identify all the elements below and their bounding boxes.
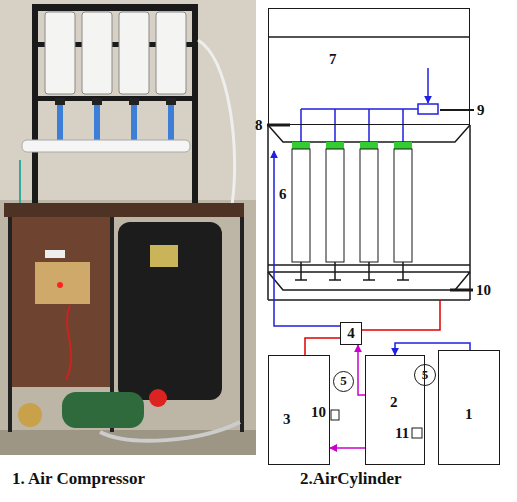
blue-hose <box>57 105 63 141</box>
node-number: 5 <box>422 368 429 382</box>
node-number: 2 <box>390 394 398 411</box>
filter-tube <box>45 12 75 94</box>
filter-tube <box>156 12 186 94</box>
frame-line <box>268 36 470 38</box>
node-number: 1 <box>465 406 473 423</box>
blue-pipe <box>274 151 340 326</box>
air-compressor <box>62 392 144 428</box>
valve <box>149 389 167 407</box>
valve <box>92 98 102 105</box>
callout-number: 8 <box>255 117 263 134</box>
filter-tube <box>119 12 149 94</box>
frame-bar <box>32 4 198 11</box>
valve <box>166 98 176 105</box>
blue-hose <box>131 105 137 141</box>
stand-leg <box>8 217 12 432</box>
pipe-connector <box>305 338 340 355</box>
circuit-board <box>35 262 90 304</box>
caption: 2.AirCylinder <box>300 470 402 489</box>
tape <box>150 245 178 267</box>
port <box>331 410 339 420</box>
photo-background <box>0 0 256 455</box>
callout-number: 11 <box>395 425 409 442</box>
switch <box>45 250 65 258</box>
valve <box>55 98 65 105</box>
node-number: 7 <box>329 51 337 68</box>
gauge <box>18 403 42 427</box>
leader-line <box>267 124 290 127</box>
tube-cap <box>394 142 412 149</box>
frame-post <box>32 4 38 204</box>
red-pipe <box>362 300 440 330</box>
node-number: 3 <box>283 411 291 428</box>
node-number: 5 <box>340 374 347 388</box>
photo-floor <box>0 430 256 455</box>
hose <box>198 40 235 205</box>
manifold <box>301 109 418 142</box>
blue-hose <box>94 105 100 141</box>
pipe-connector <box>358 345 365 395</box>
chamber-band: 7 <box>268 8 470 125</box>
wire <box>66 305 71 380</box>
node-number: 4 <box>347 325 355 342</box>
port <box>412 428 422 438</box>
filter-tube <box>360 149 378 262</box>
component-box: 4 <box>340 322 362 345</box>
air-inlet <box>427 68 429 103</box>
white-pipe <box>22 140 190 152</box>
valve <box>129 98 139 105</box>
tube-cap <box>326 142 344 149</box>
manifold-valve <box>418 104 438 114</box>
tube-cap <box>292 142 310 149</box>
callout-number: 9 <box>477 102 485 119</box>
tube-cap <box>360 142 378 149</box>
blue-hose <box>168 105 174 141</box>
callout-number: 10 <box>476 282 491 299</box>
photo-wall <box>0 200 256 455</box>
gauge-circle: 5 <box>414 364 436 386</box>
callout-number: 10 <box>311 404 326 421</box>
gauge-circle: 5 <box>333 371 354 392</box>
component-box: 1 <box>438 350 500 465</box>
led <box>57 282 63 288</box>
nozzle <box>295 262 409 280</box>
hopper <box>268 125 470 142</box>
hose <box>100 422 240 441</box>
frame-post <box>192 4 198 204</box>
leader-line <box>450 289 473 292</box>
callout-number: 6 <box>279 186 287 203</box>
component-box: 2 <box>365 355 425 465</box>
pipe-connector <box>395 343 470 355</box>
caption: 1. Air Compressor <box>12 470 145 489</box>
filter-tube <box>82 12 112 94</box>
filter-tube <box>326 149 344 262</box>
filter-tube <box>292 149 310 262</box>
cabinet <box>12 217 110 387</box>
table-top <box>4 203 244 217</box>
stand-leg <box>240 217 244 432</box>
leader-line <box>440 109 474 111</box>
filter-tube <box>394 149 412 262</box>
air-cylinder <box>118 222 222 400</box>
pipe-connector <box>330 447 365 449</box>
